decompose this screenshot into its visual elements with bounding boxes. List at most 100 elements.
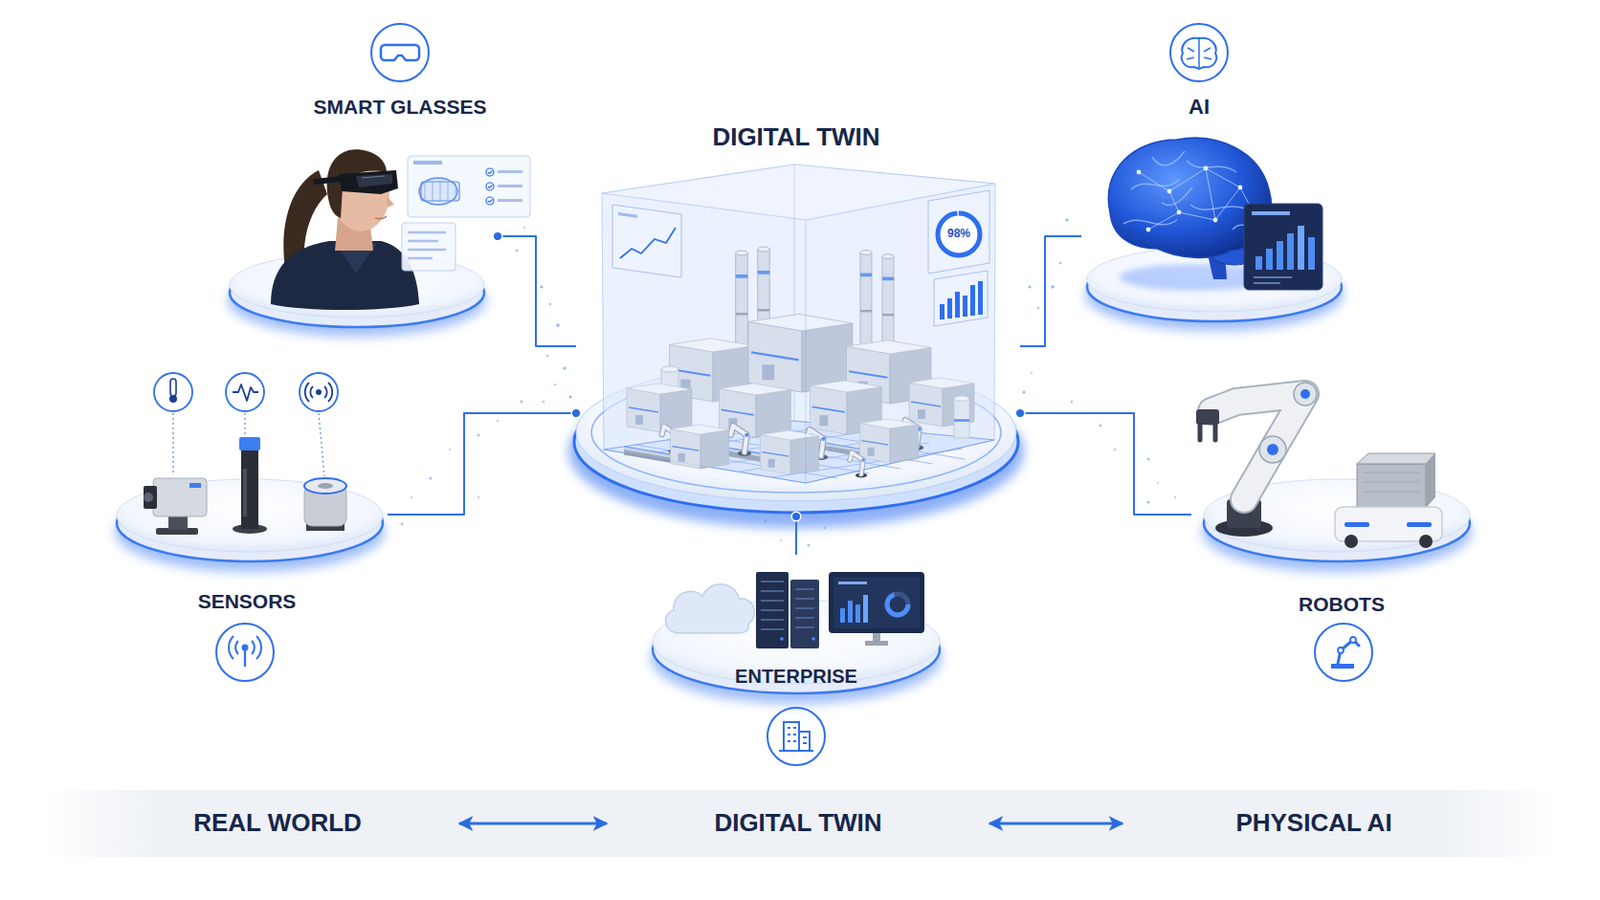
ar-panel [401, 155, 531, 271]
server-rack [755, 572, 820, 649]
connector [1020, 413, 1192, 515]
data-particles [448, 448, 451, 451]
data-particles [1099, 424, 1103, 428]
server-rack [811, 637, 816, 642]
data-particles [569, 396, 573, 400]
mobile-robot [1344, 522, 1370, 528]
robot-arm [1211, 394, 1306, 500]
data-particles [823, 527, 826, 530]
brain-icon [1181, 38, 1218, 69]
device-node: SMART GLASSES [215, 21, 498, 331]
ai-brain [1146, 227, 1152, 233]
ai-dashboard [1251, 211, 1290, 216]
digital-twin-cube [620, 227, 676, 259]
robot-arm [1266, 444, 1279, 456]
mobile-robot [1362, 472, 1421, 492]
camera-sensor [143, 486, 157, 510]
building-icon [799, 732, 810, 752]
digital-twin-cube [962, 295, 968, 317]
digital-twin-cube [933, 270, 988, 327]
legend-band [38, 790, 1562, 858]
data-particles [1050, 285, 1055, 289]
ar-panel [424, 181, 456, 201]
robot-icon [1314, 623, 1373, 682]
digital-twin-cube [937, 213, 980, 256]
monitor [840, 608, 845, 623]
robot-icon [1314, 623, 1373, 682]
monitor [863, 595, 868, 623]
ai-dashboard [1276, 241, 1284, 270]
data-particles [779, 539, 782, 542]
sensor-leader [244, 413, 245, 436]
sensor-leader [172, 413, 174, 476]
digital-twin-cube [618, 212, 638, 219]
node-label: SENSORS [198, 590, 297, 614]
digital-twin-cube [939, 304, 945, 320]
data-particles [1156, 482, 1159, 485]
signal-icon [299, 373, 338, 412]
brain-icon [1186, 39, 1212, 68]
data-particles [400, 523, 404, 527]
ar-panel [497, 170, 523, 174]
worker-figure [361, 176, 385, 178]
data-particles [400, 218, 1178, 547]
data-particles [549, 303, 552, 306]
thermometer-icon [170, 378, 177, 397]
mobile-robot [1356, 453, 1436, 465]
monitor [887, 594, 909, 616]
digital-twin-cube [955, 291, 960, 318]
data-particles [1147, 458, 1151, 462]
worker-figure [315, 178, 341, 182]
building-icon [767, 708, 825, 766]
ar-panel [486, 182, 494, 191]
ar-panel [486, 197, 494, 205]
camera-sensor [153, 478, 207, 517]
robot-arm [1211, 394, 1306, 500]
thermometer-icon [154, 373, 193, 412]
ar-panel [421, 181, 460, 201]
ar-panel [488, 171, 493, 175]
cloud [665, 584, 755, 634]
digital-twin-cube [601, 164, 996, 484]
ai-brain [1123, 151, 1262, 230]
data-particles [520, 400, 524, 404]
node-label: DIGITAL TWIN [711, 123, 880, 153]
device-node: AI [1081, 21, 1345, 321]
connector [497, 236, 577, 347]
mobile-robot [1344, 534, 1358, 549]
ar-panel [497, 184, 523, 188]
robot-arm [1300, 389, 1311, 400]
data-particles [546, 355, 550, 358]
ar-panel [486, 168, 494, 177]
device-node: SENSORS [110, 363, 388, 685]
vibration-sensor [304, 478, 347, 532]
data-particles [428, 476, 432, 480]
robot-icon [1337, 647, 1344, 654]
gauge-value: 98% [947, 227, 971, 241]
ai-dashboard [1244, 203, 1323, 290]
digital-twin-cube [970, 285, 976, 316]
ai-brain [1238, 185, 1244, 191]
connector [459, 822, 607, 826]
ai-dashboard [1287, 233, 1294, 270]
band-item: PHYSICAL AI [1122, 800, 1506, 848]
digital-twin-cube [977, 281, 983, 315]
ar-panel [407, 155, 531, 218]
probe-sensor [243, 468, 247, 517]
brain-icon [1170, 23, 1228, 82]
node-label: DIGITAL TWIN [713, 809, 882, 839]
mobile-robot [1419, 534, 1433, 549]
glasses-icon [380, 44, 420, 61]
connector [989, 822, 1123, 826]
digital-twin-cube [928, 190, 990, 274]
sensor-leader [318, 413, 325, 477]
data-particles [1022, 391, 1026, 395]
probe-sensor [241, 443, 259, 530]
robot-arm [1293, 382, 1317, 406]
monitor [833, 577, 920, 629]
monitor [887, 594, 909, 616]
vibration-sensor [304, 478, 347, 494]
robot-icon [1337, 640, 1359, 665]
server-rack [760, 581, 815, 630]
building-icon [783, 722, 800, 752]
